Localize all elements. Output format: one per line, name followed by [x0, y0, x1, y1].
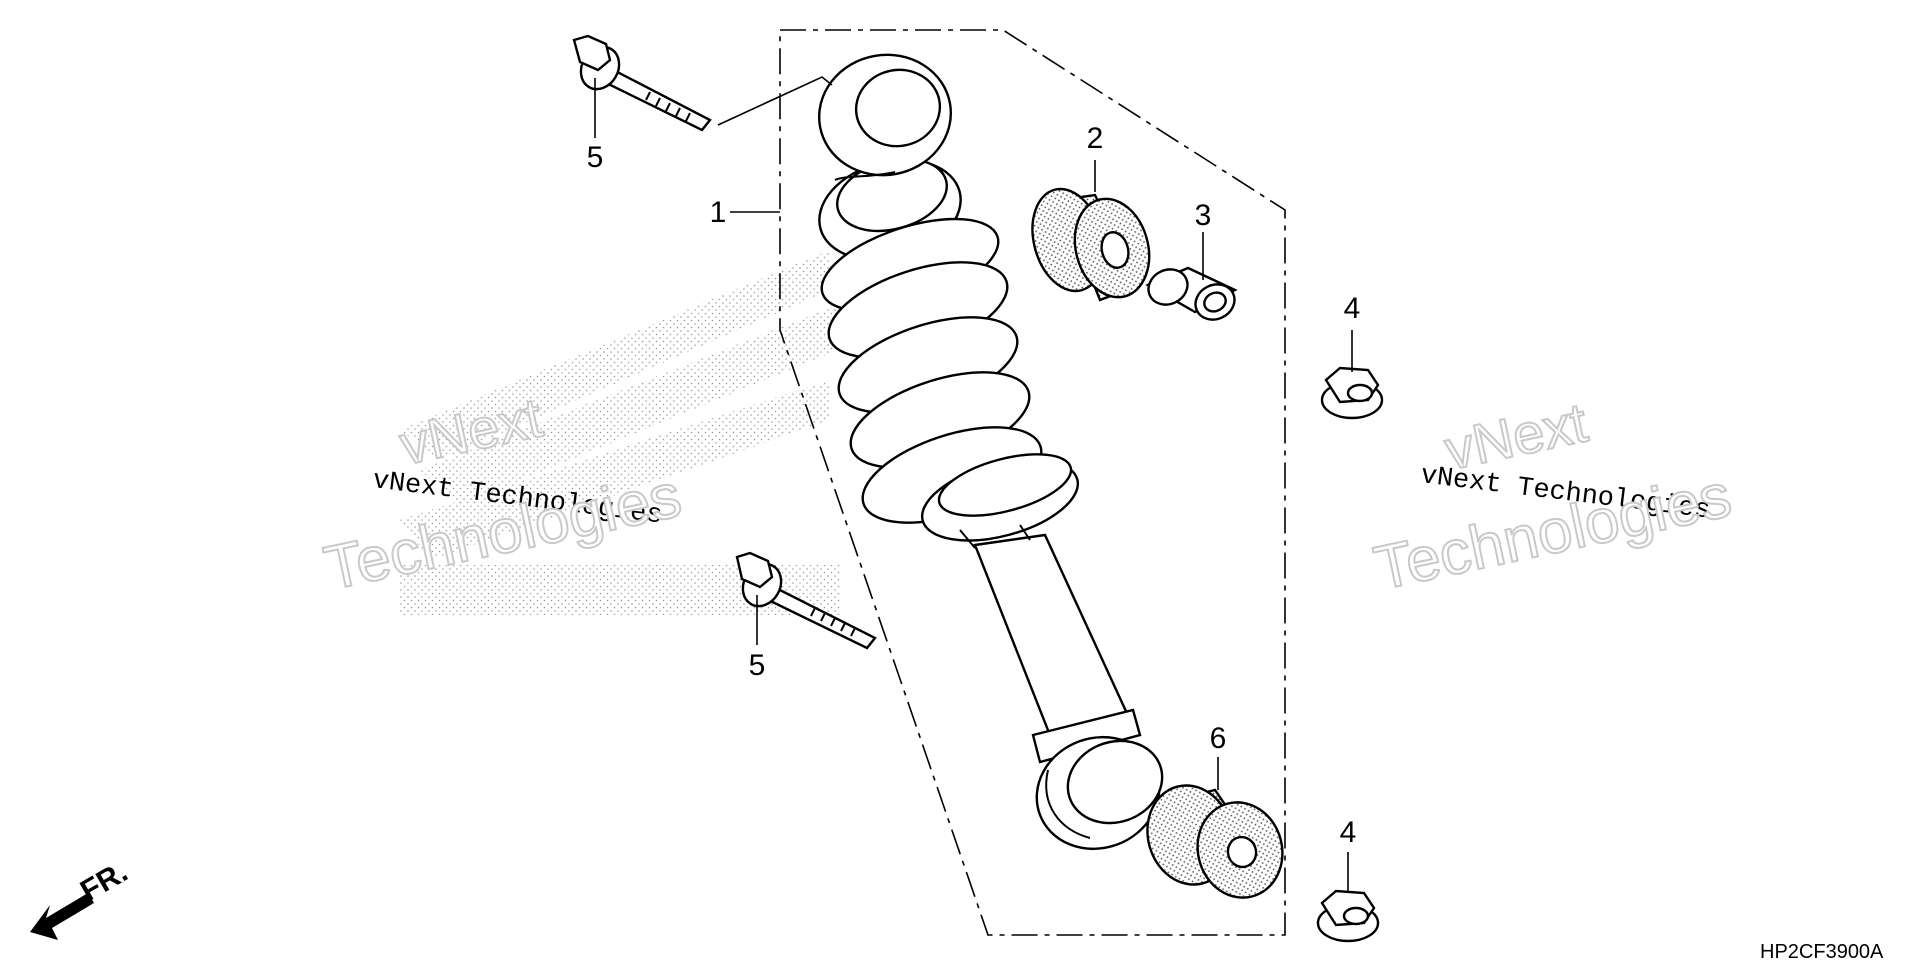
front-indicator: FR.	[30, 855, 133, 940]
callout-1-shock-absorber: 1	[710, 196, 727, 229]
callout-2-upper-bushing: 2	[1087, 122, 1104, 155]
flange-bolt-upper	[572, 34, 712, 132]
upper-bushing	[1031, 187, 1151, 302]
flange-bolt-lower	[735, 551, 877, 650]
watermark-left: vNext vNext Technologies Technologies	[318, 250, 850, 615]
callout-5-bolt-upper: 5	[587, 141, 604, 174]
front-direction-arrow-icon	[30, 893, 94, 940]
callout-4-nut-lower: 4	[1340, 816, 1357, 849]
watermark-right: vNext vNext Technologies Technologies	[1368, 389, 1738, 604]
diagram-code: HP2CF3900A	[1760, 941, 1884, 960]
callout-5-bolt-lower: 5	[749, 649, 766, 682]
flange-nut-upper	[1320, 366, 1384, 420]
callout-3-collar: 3	[1195, 199, 1212, 232]
callout-4-nut-upper: 4	[1344, 292, 1361, 325]
shock-spring	[820, 217, 1043, 524]
collar	[1145, 266, 1238, 321]
callout-6-lower-bushing: 6	[1210, 722, 1227, 755]
assembly-outline	[779, 29, 1286, 936]
lower-bushing	[1146, 784, 1284, 899]
leader-lines	[594, 76, 1353, 893]
rear-shock-absorber	[817, 53, 1164, 851]
flange-nut-lower	[1316, 889, 1380, 943]
